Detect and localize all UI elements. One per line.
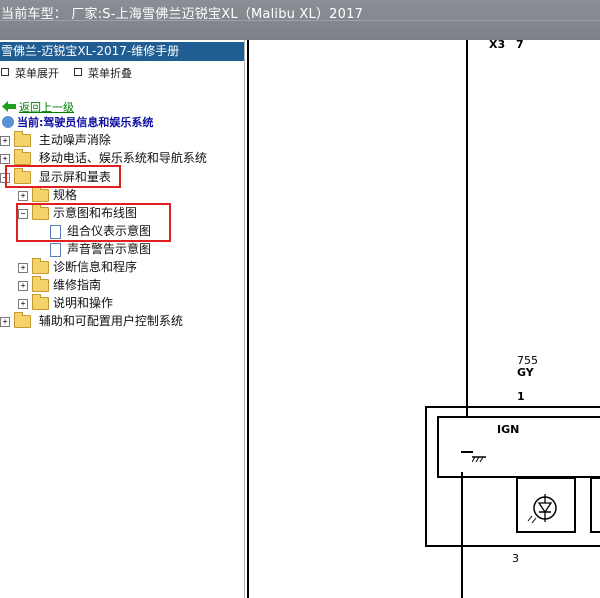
menu-icon bbox=[74, 68, 82, 76]
ground-wire bbox=[461, 451, 473, 453]
pin-1-label: 1 bbox=[517, 390, 525, 403]
manual-title: 雪佛兰-迈锐宝XL-2017-维修手册 bbox=[0, 42, 244, 61]
wire-color-code: GY bbox=[517, 366, 534, 379]
folder-icon bbox=[32, 258, 49, 274]
back-arrow-icon bbox=[2, 101, 16, 112]
document-icon bbox=[50, 242, 61, 257]
folder-open-icon bbox=[14, 168, 31, 184]
expand-all-button[interactable]: 菜单展开 bbox=[1, 65, 59, 81]
wire-ground bbox=[461, 472, 463, 598]
folder-icon bbox=[32, 276, 49, 292]
title-bar-divider bbox=[0, 20, 600, 21]
highlight-box-displays bbox=[5, 165, 121, 188]
wire-755 bbox=[466, 40, 468, 418]
folder-icon bbox=[32, 186, 49, 202]
folder-icon bbox=[14, 312, 31, 328]
wire-circuit-number: 755 bbox=[517, 354, 538, 367]
expand-icon[interactable]: + bbox=[0, 153, 10, 164]
tree-node-cluster-schematic[interactable]: 组合仪表示意图 bbox=[50, 222, 151, 240]
user-icon bbox=[2, 116, 14, 128]
expand-icon[interactable]: + bbox=[0, 316, 10, 327]
tree-node-label: 诊断信息和程序 bbox=[53, 260, 138, 274]
indicator-box bbox=[516, 477, 576, 533]
expand-icon[interactable]: + bbox=[18, 280, 28, 291]
wiring-diagram: X3 7 755 GY 1 IGN 3 bbox=[245, 38, 600, 598]
folder-icon bbox=[14, 131, 31, 147]
expand-icon[interactable]: + bbox=[0, 135, 10, 146]
current-section: 当前:驾驶员信息和娱乐系统 bbox=[2, 114, 153, 130]
folder-icon bbox=[32, 294, 49, 310]
tree-node-label: 规格 bbox=[53, 188, 78, 202]
highlight-box-schematics bbox=[16, 203, 171, 242]
navigation-panel: 雪佛兰-迈锐宝XL-2017-维修手册 菜单展开 菜单折叠 返回上一级 当前:驾… bbox=[0, 40, 245, 598]
expand-all-label: 菜单展开 bbox=[15, 67, 59, 80]
collapse-all-button[interactable]: 菜单折叠 bbox=[74, 65, 132, 81]
tree-node-label: 显示屏和量表 bbox=[38, 170, 111, 184]
tree-node-description[interactable]: + 说明和操作 bbox=[18, 294, 113, 312]
tree-node-chime-schematic[interactable]: 声音警告示意图 bbox=[50, 240, 151, 258]
tree-node-repair[interactable]: + 维修指南 bbox=[18, 276, 101, 294]
component-outline bbox=[425, 406, 600, 547]
title-bar: 当前车型： 厂家:S-上海雪佛兰迈锐宝XL（Malibu XL）2017 bbox=[0, 0, 600, 40]
tree-node-active-noise[interactable]: + 主动噪声消除 bbox=[0, 131, 111, 149]
tree-node-label: 组合仪表示意图 bbox=[67, 224, 152, 238]
folder-icon bbox=[14, 149, 31, 165]
tree-node-label: 辅助和可配置用户控制系统 bbox=[38, 314, 183, 328]
vehicle-title: 当前车型： 厂家:S-上海雪佛兰迈锐宝XL（Malibu XL）2017 bbox=[1, 7, 364, 22]
tree-node-label: 示意图和布线图 bbox=[53, 206, 138, 220]
expand-icon[interactable]: + bbox=[18, 262, 28, 273]
menu-icon bbox=[1, 68, 9, 76]
tree-node-user-controls[interactable]: + 辅助和可配置用户控制系统 bbox=[0, 312, 183, 330]
tree-node-label: 主动噪声消除 bbox=[38, 133, 111, 147]
pane-divider bbox=[247, 40, 249, 598]
tree-node-specifications[interactable]: + 规格 bbox=[18, 186, 77, 204]
tree-node-label: 移动电话、娱乐系统和导航系统 bbox=[38, 151, 207, 165]
indicator-box-2 bbox=[590, 477, 600, 533]
back-link[interactable]: 返回上一级 bbox=[2, 99, 74, 115]
pin-label-top: 7 bbox=[516, 38, 524, 51]
tree-node-diagnostics[interactable]: + 诊断信息和程序 bbox=[18, 258, 137, 276]
tree-node-schematics[interactable]: − 示意图和布线图 bbox=[18, 204, 137, 222]
collapse-icon[interactable]: − bbox=[18, 208, 28, 219]
connector-label: X3 bbox=[489, 38, 506, 51]
ground-icon bbox=[472, 456, 486, 463]
tree-node-label: 声音警告示意图 bbox=[67, 242, 152, 256]
pin-3-label: 3 bbox=[512, 552, 519, 565]
document-icon bbox=[50, 224, 61, 239]
current-section-label: 当前:驾驶员信息和娱乐系统 bbox=[17, 116, 154, 129]
ign-label: IGN bbox=[497, 423, 520, 436]
collapse-all-label: 菜单折叠 bbox=[88, 67, 132, 80]
tree-node-label: 说明和操作 bbox=[53, 296, 114, 310]
expand-icon[interactable]: + bbox=[18, 190, 28, 201]
expand-icon[interactable]: + bbox=[18, 298, 28, 309]
tree-node-label: 维修指南 bbox=[53, 278, 102, 292]
led-icon bbox=[527, 494, 557, 524]
tree-node-phone-nav[interactable]: + 移动电话、娱乐系统和导航系统 bbox=[0, 149, 207, 167]
back-link-label: 返回上一级 bbox=[19, 101, 74, 114]
